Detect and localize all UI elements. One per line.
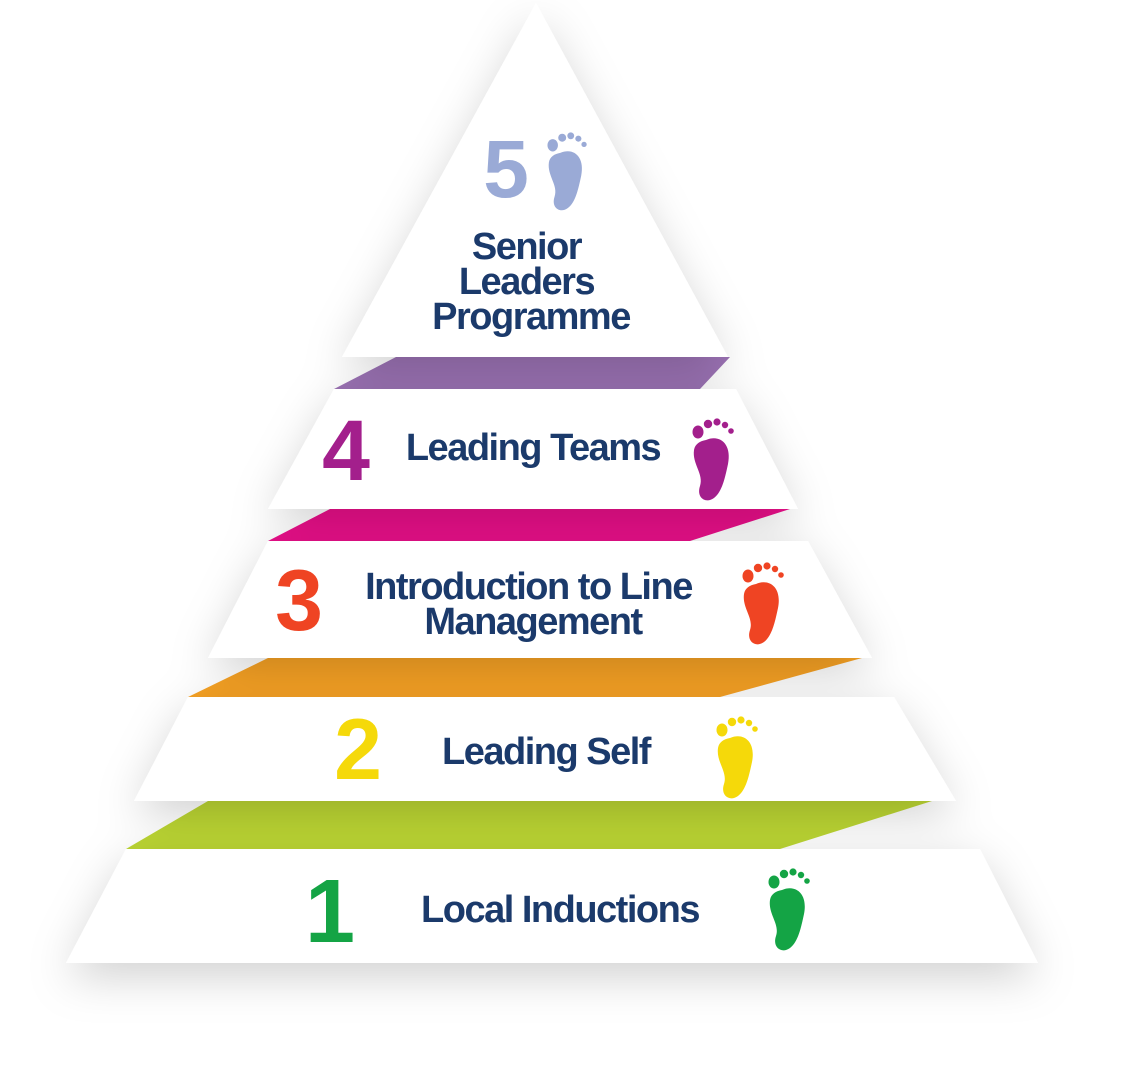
level-1-number: 1 [305,862,355,962]
level-5-label-line-2: Leaders [459,261,595,303]
level-1-label: Local Inductions [421,889,699,931]
connector-band-5-4 [334,357,730,389]
level-3-number: 3 [275,553,323,649]
level-4-label: Leading Teams [406,427,661,469]
connector-bands [126,357,932,849]
level-2-number: 2 [334,702,382,798]
connector-band-3-2 [188,658,862,697]
slab-level-3 [208,541,872,658]
level-3: 3 Introduction to Line Management [275,553,784,649]
slab-level-4 [268,389,798,509]
pyramid-slabs [66,3,1038,963]
level-5-number: 5 [483,124,529,215]
level-2-label-line-1: Leading Self [442,731,652,773]
level-5-label-line-3: Programme [432,296,630,338]
level-5: 5 Senior Leaders Programme [432,124,632,338]
level-4: 4 Leading Teams [322,403,734,501]
slab-level-5 [342,3,728,357]
level-4-number: 4 [322,403,370,499]
level-3-label-line-2: Management [424,601,643,643]
level-1-label-line-1: Local Inductions [421,889,699,931]
level-2: 2 Leading Self [334,702,758,799]
level-1: 1 Local Inductions [305,862,810,962]
level-5-label-line-1: Senior [472,226,583,268]
connector-band-4-3 [268,509,790,541]
level-5-label: Senior Leaders Programme [432,226,630,338]
level-3-label-line-1: Introduction to Line [365,566,692,608]
level-2-label: Leading Self [442,731,652,773]
level-3-label: Introduction to Line Management [365,566,701,643]
connector-band-2-1 [126,801,932,849]
level-4-label-line-1: Leading Teams [406,427,661,469]
